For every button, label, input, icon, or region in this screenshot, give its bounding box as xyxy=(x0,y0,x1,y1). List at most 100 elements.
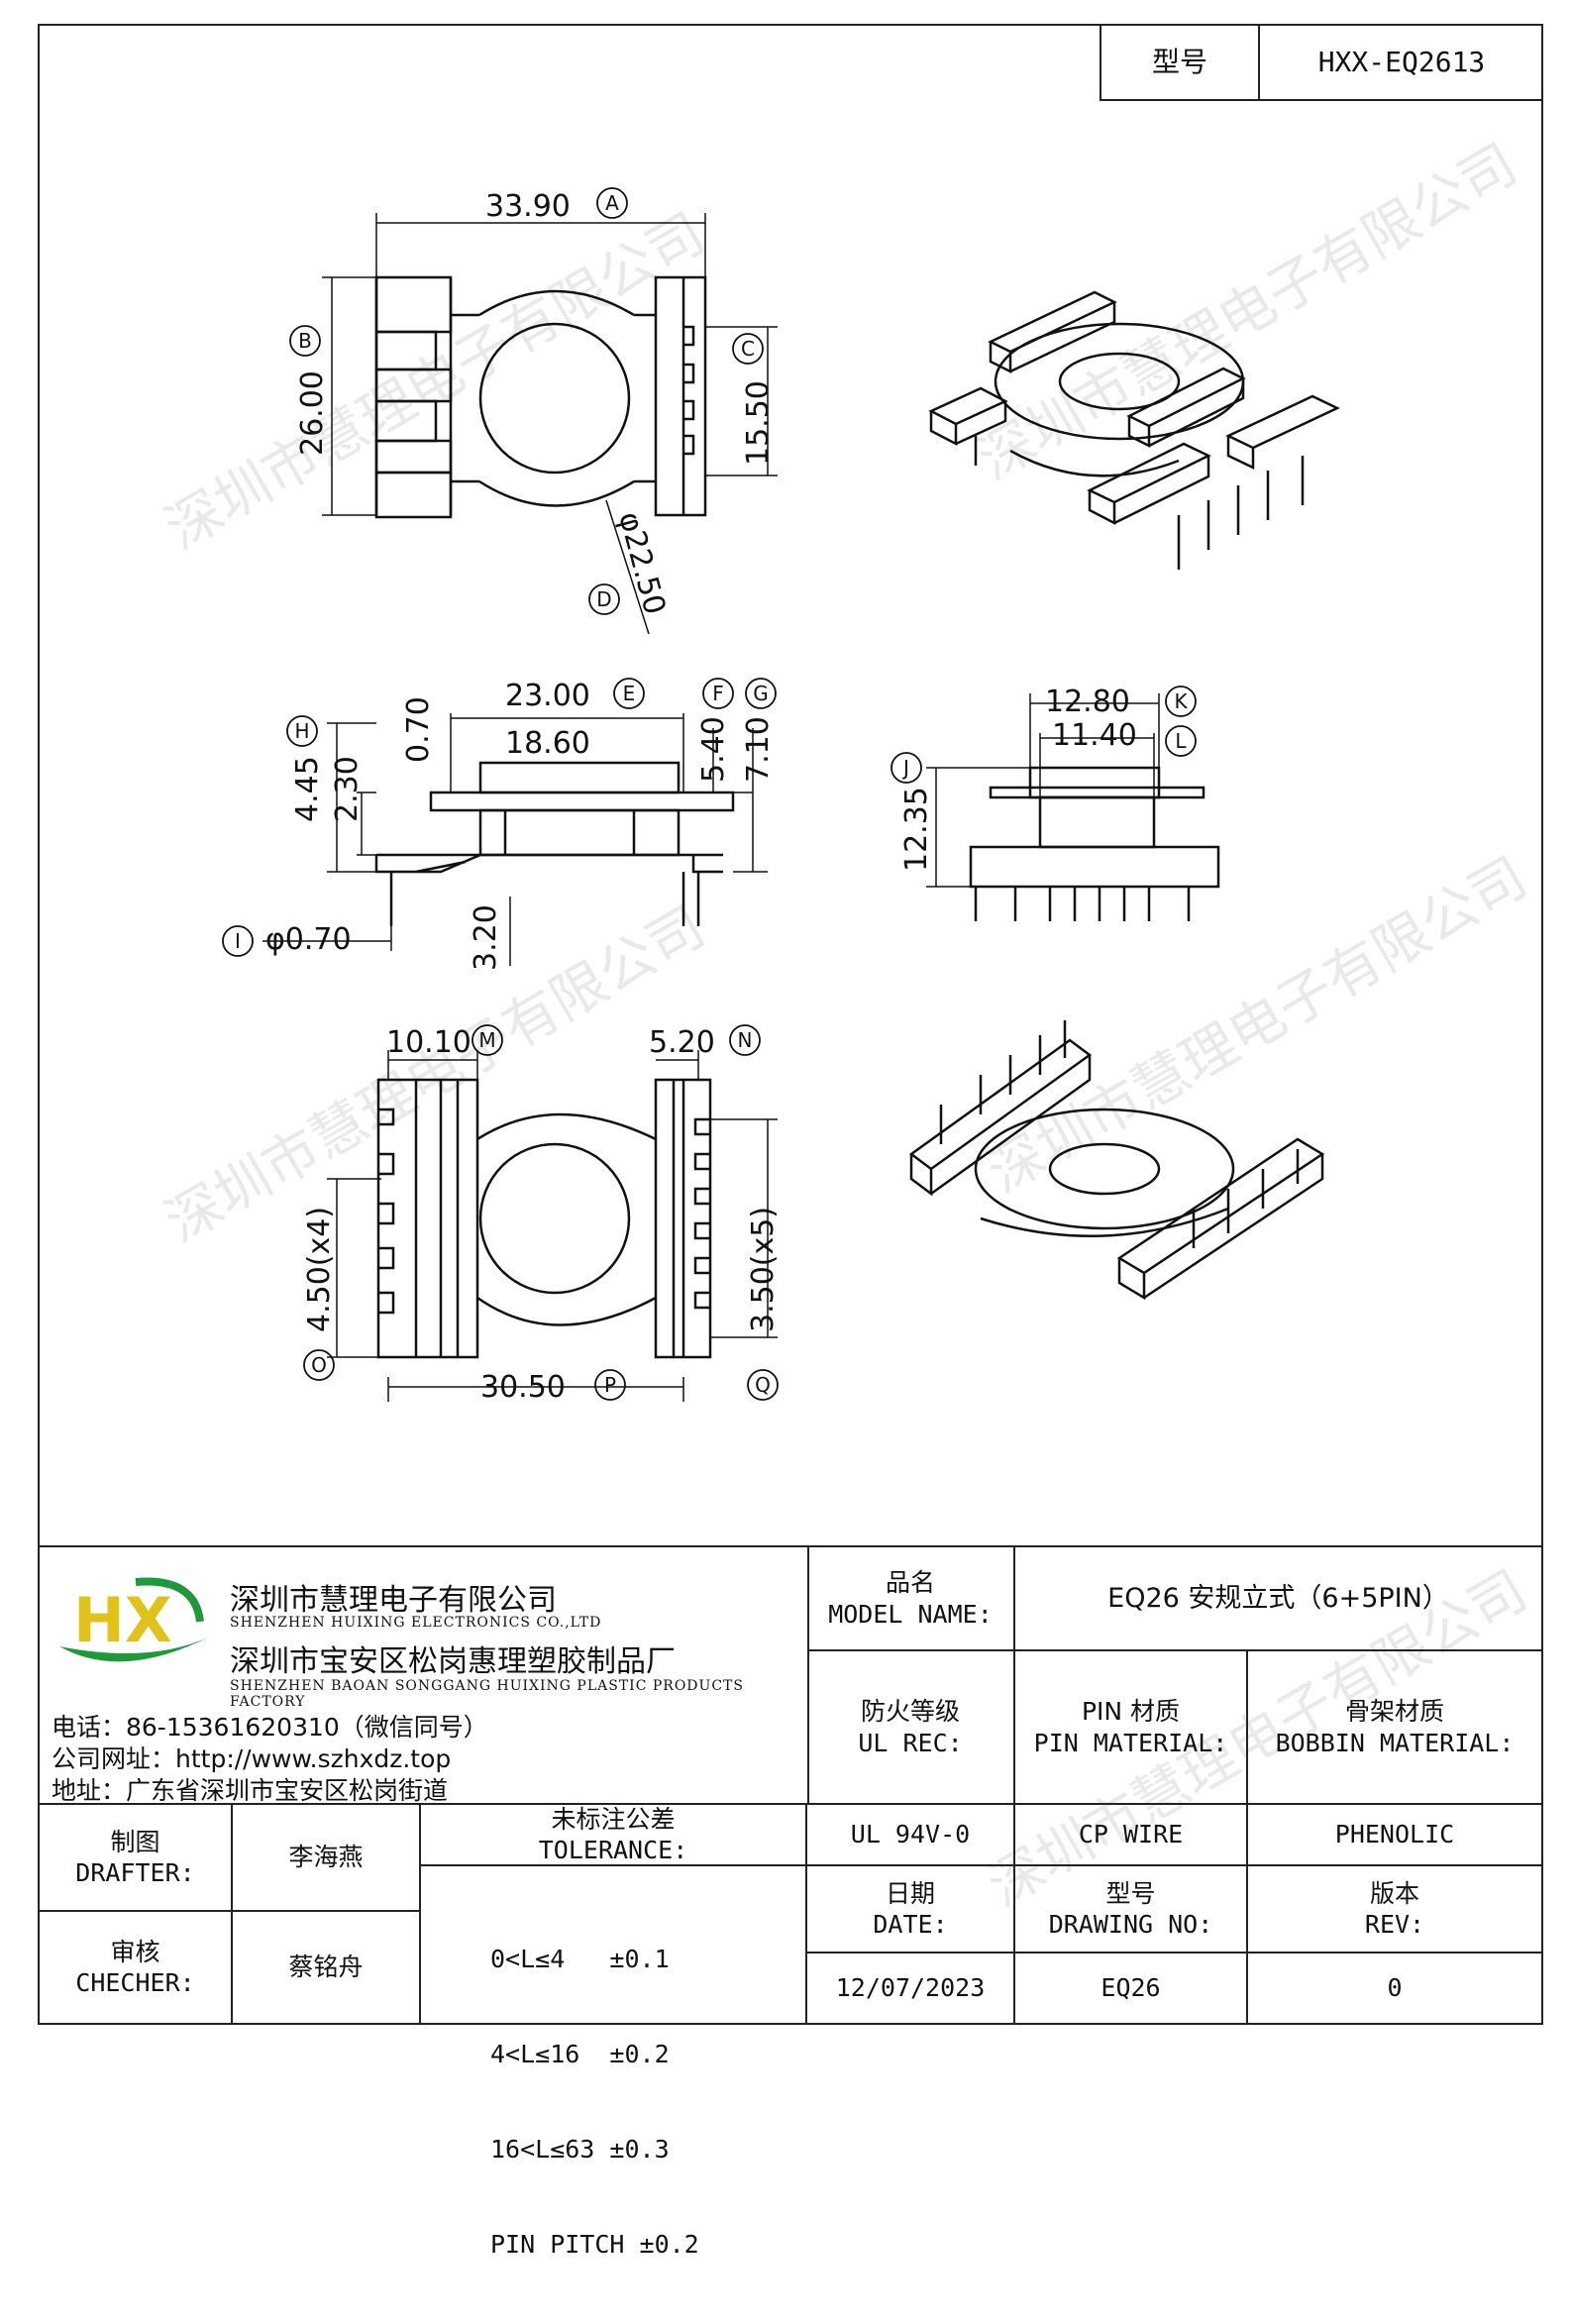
company-website: 公司网址：http://www.szhxdz.top xyxy=(52,1744,452,1773)
company-name-cn: 深圳市慧理电子有限公司 xyxy=(230,1583,557,1618)
drawing-no-label-cn: 型号 xyxy=(1105,1878,1156,1908)
dim-top-height: 26.00 xyxy=(295,370,330,456)
callout-h: H xyxy=(294,719,309,743)
callout-f: F xyxy=(712,682,724,705)
dim-top-width: 33.90 xyxy=(485,189,571,224)
date-label-en: DATE: xyxy=(873,1910,948,1939)
dim-side-h2: 2.30 xyxy=(330,756,365,822)
dim-side-h3: 4.45 xyxy=(290,756,325,822)
dim-slot-height: 15.50 xyxy=(741,380,776,466)
dim-side-outer: 23.00 xyxy=(505,679,590,713)
ul-label: 防火等级 UL REC: xyxy=(807,1651,1015,1803)
bottom-view xyxy=(376,1078,712,1359)
drawing-no-value: EQ26 xyxy=(1015,1954,1248,2023)
dim-side-h5: 7.10 xyxy=(741,716,776,783)
tolerance-row: 16<L≤63 ±0.3 xyxy=(490,2135,670,2164)
pin-label-en: PIN MATERIAL: xyxy=(1033,1728,1228,1757)
callout-k: K xyxy=(1174,689,1188,713)
callout-n: N xyxy=(738,1028,753,1052)
model-box: 型号 HXX-EQ2613 xyxy=(1100,24,1543,101)
dim-bottom-n: 5.20 xyxy=(649,1025,715,1060)
drafter-label-en: DRAFTER: xyxy=(75,1858,195,1887)
callout-j: J xyxy=(901,756,909,780)
bobbin-label-cn: 骨架材质 xyxy=(1344,1697,1444,1727)
callout-m: M xyxy=(478,1028,495,1052)
dim-pin-len: 3.20 xyxy=(469,904,503,971)
dim-pin-dia: φ0.70 xyxy=(265,922,352,957)
logo-letters: HX xyxy=(73,1584,172,1656)
tolerance-row: 0<L≤4 ±0.1 xyxy=(490,1945,670,1973)
model-name-label: 品名 MODEL NAME: xyxy=(807,1547,1015,1651)
pin-material-label: PIN 材质 PIN MATERIAL: xyxy=(1015,1651,1248,1803)
checker-label-en: CHECHER: xyxy=(75,1968,195,1997)
rev-value: 0 xyxy=(1387,1973,1403,2003)
date-label: 日期 DATE: xyxy=(807,1866,1015,1954)
tolerance-label-cn: 未标注公差 xyxy=(551,1804,676,1834)
date-label-cn: 日期 xyxy=(885,1878,935,1908)
rev-label-cn: 版本 xyxy=(1369,1878,1419,1908)
model-box-label: 型号 xyxy=(1101,24,1260,99)
pin-material-value: CP WIRE xyxy=(1015,1805,1248,1866)
callout-l: L xyxy=(1175,729,1187,753)
tolerance-label: 未标注公差 TOLERANCE: xyxy=(421,1805,807,1866)
drawing-no-label-en: DRAWING NO: xyxy=(1048,1910,1213,1939)
tolerance-row: 4<L≤16 ±0.2 xyxy=(490,2040,670,2068)
tolerance-list: 0<L≤4 ±0.1 4<L≤16 ±0.2 16<L≤63 ±0.3 PIN … xyxy=(421,1866,807,2259)
bobbin-label-en: BOBBIN MATERIAL: xyxy=(1275,1728,1515,1757)
iso-view-2 xyxy=(908,1020,1325,1301)
callout-a: A xyxy=(605,191,619,215)
callout-g: G xyxy=(753,682,769,705)
drafter-name: 李海燕 xyxy=(233,1805,421,1912)
checker-name: 蔡铭舟 xyxy=(233,1912,421,2023)
dim-bottom-pitch-right: 3.50(x5) xyxy=(746,1207,781,1332)
dim-side-h4: 5.40 xyxy=(696,716,731,783)
dim-bottom-span: 30.50 xyxy=(480,1370,566,1405)
drawing-no-label: 型号 DRAWING NO: xyxy=(1015,1866,1248,1954)
drafter-label-cn: 制图 xyxy=(110,1827,160,1856)
callout-c: C xyxy=(741,337,755,361)
callout-e: E xyxy=(623,682,636,705)
ul-label-cn: 防火等级 xyxy=(860,1697,960,1727)
company-logo-icon: HX xyxy=(59,1577,210,1662)
callout-i: I xyxy=(235,929,241,953)
company-area: HX 深圳市慧理电子有限公司 SHENZHEN HUIXING ELECTRON… xyxy=(40,1547,809,1805)
drafter-label: 制图 DRAFTER: xyxy=(40,1805,233,1912)
top-view xyxy=(374,275,707,519)
callout-o: O xyxy=(311,1353,327,1377)
checker-label-cn: 审核 xyxy=(110,1937,160,1966)
dim-side-h1: 0.70 xyxy=(401,696,436,763)
ul-value: UL 94V-0 xyxy=(807,1805,1015,1866)
dim-bottom-m: 10.10 xyxy=(386,1025,472,1060)
company-name-en: SHENZHEN HUIXING ELECTRONICS CO.,LTD xyxy=(230,1615,602,1631)
iso-view-1 xyxy=(928,290,1340,570)
dim-end-inner: 11.40 xyxy=(1052,718,1137,753)
title-block: HX 深圳市慧理电子有限公司 SHENZHEN HUIXING ELECTRON… xyxy=(38,1545,1543,2259)
dim-end-outer: 12.80 xyxy=(1045,685,1130,719)
end-view xyxy=(969,766,1220,921)
checker-label: 审核 CHECHER: xyxy=(40,1912,233,2023)
tolerance-label-en: TOLERANCE: xyxy=(538,1836,688,1864)
factory-name-en: SHENZHEN BAOAN SONGGANG HUIXING PLASTIC … xyxy=(230,1678,744,1710)
bobbin-material-label: 骨架材质 BOBBIN MATERIAL: xyxy=(1248,1651,1541,1803)
dim-hole-dia: φ22.50 xyxy=(611,508,672,618)
company-phone: 电话：86-15361620310（微信同号） xyxy=(52,1713,488,1742)
callout-b: B xyxy=(298,329,312,353)
rev-label: 版本 REV: xyxy=(1248,1866,1541,1954)
callout-p: P xyxy=(604,1373,616,1397)
dim-end-height: 12.35 xyxy=(899,787,934,872)
callout-d: D xyxy=(596,587,611,611)
model-name-label-en: MODEL NAME: xyxy=(828,1599,993,1629)
dim-side-inner: 18.60 xyxy=(505,726,590,761)
factory-name-cn: 深圳市宝安区松岗惠理塑胶制品厂 xyxy=(230,1644,676,1679)
company-address: 地址：广东省深圳市宝安区松岗街道 xyxy=(52,1776,449,1805)
model-name-value: EQ26 安规立式（6+5PIN） xyxy=(1015,1547,1541,1651)
technical-drawing: A B C D E F G H I J K L M N O P Q 33.90 … xyxy=(222,187,1340,1405)
model-box-value: HXX-EQ2613 xyxy=(1317,45,1486,78)
bobbin-material-value: PHENOLIC xyxy=(1248,1805,1541,1866)
callout-q: Q xyxy=(755,1373,771,1397)
side-view xyxy=(374,761,735,926)
model-name-label-cn: 品名 xyxy=(885,1568,935,1598)
rev-label-en: REV: xyxy=(1364,1910,1425,1939)
dim-bottom-pitch-left: 4.50(x4) xyxy=(302,1207,337,1332)
tolerance-row: PIN PITCH ±0.2 xyxy=(490,2230,699,2259)
